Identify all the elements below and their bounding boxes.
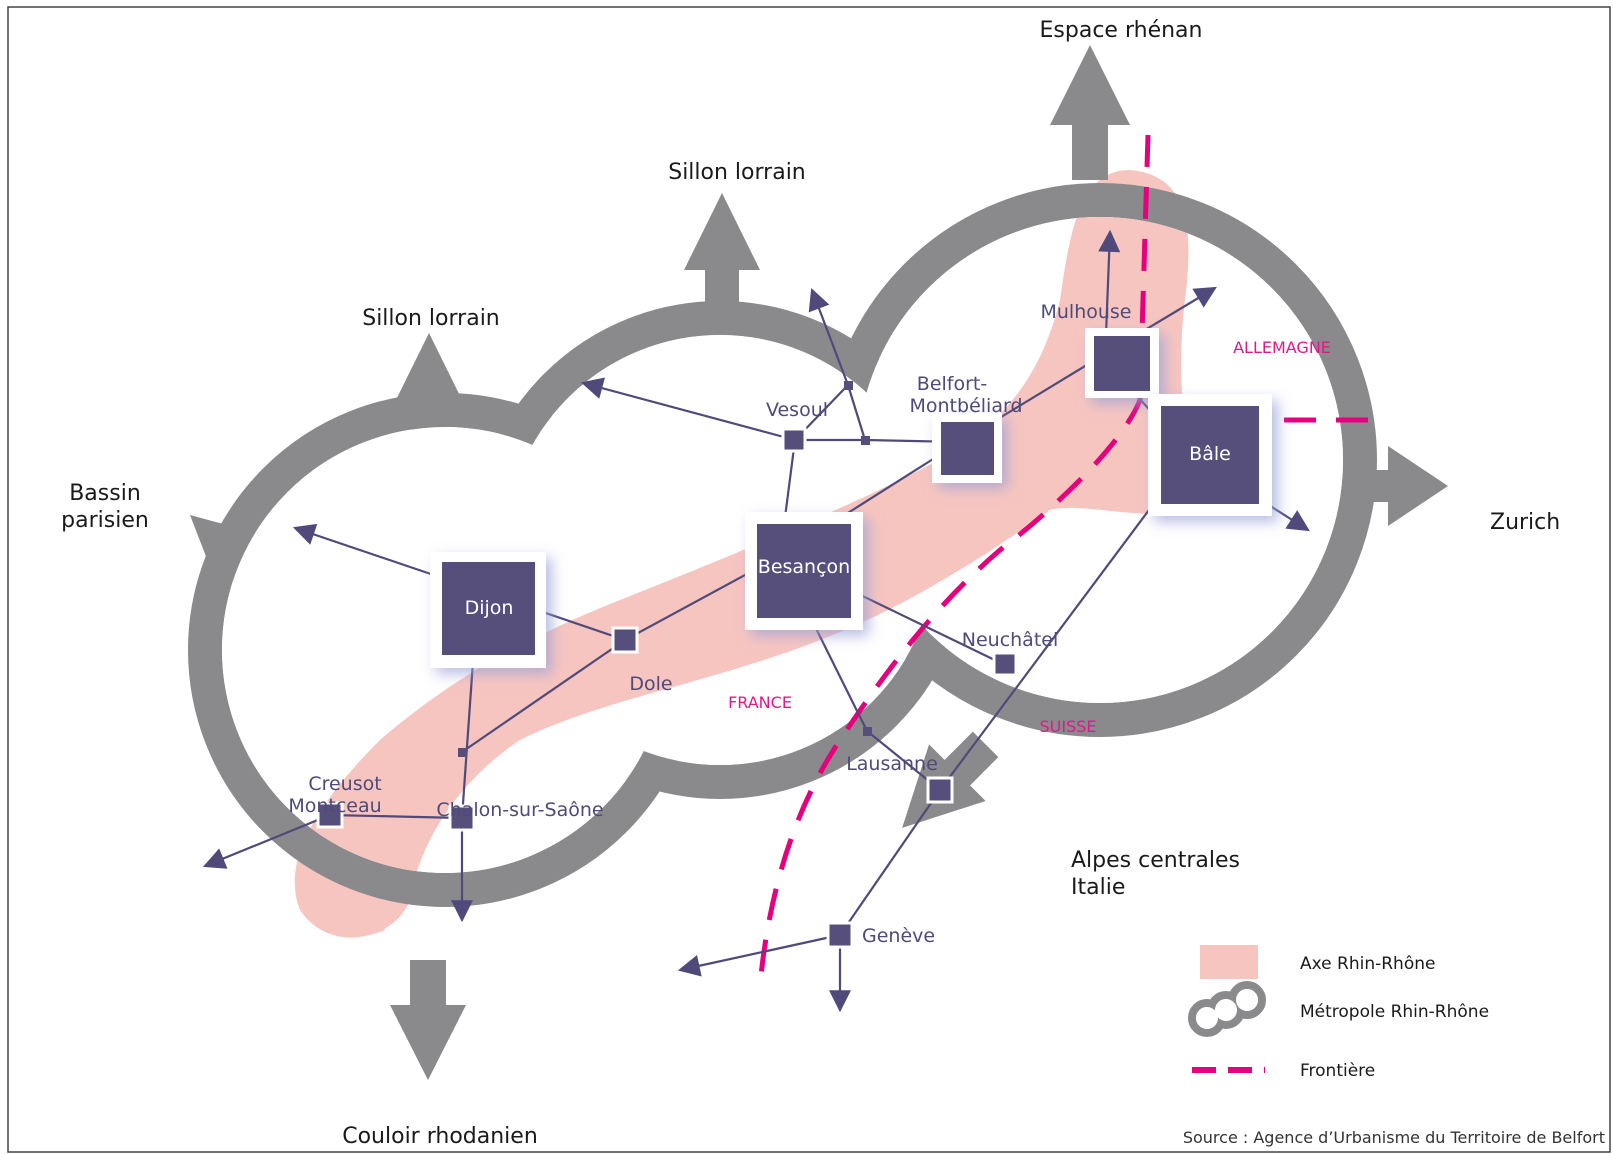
legend-metropole-swatch xyxy=(1188,981,1266,1037)
svg-text:Bâle: Bâle xyxy=(1189,443,1231,465)
lausanne-node xyxy=(926,776,954,804)
dole-node xyxy=(611,626,639,654)
vesoul-node xyxy=(781,427,807,453)
svg-text:Alpes centrales: Alpes centrales xyxy=(1071,848,1240,873)
legend: Axe Rhin-Rhône Métropole Rhin-Rhône Fron… xyxy=(1188,945,1489,1081)
geneve-node xyxy=(826,921,854,949)
city-besancon: Besançon xyxy=(745,512,863,630)
region-labels: Espace rhénan Sillon lorrain Sillon lorr… xyxy=(61,18,1560,1149)
arrow-sillon-lorrain-upper xyxy=(684,193,760,308)
svg-text:Sillon lorrain: Sillon lorrain xyxy=(668,160,806,185)
svg-text:Frontière: Frontière xyxy=(1300,1061,1375,1081)
legend-axe-swatch xyxy=(1200,945,1258,979)
svg-text:Mulhouse: Mulhouse xyxy=(1040,301,1131,323)
svg-text:Besançon: Besançon xyxy=(758,556,850,578)
country-labels: ALLEMAGNE FRANCE SUISSE xyxy=(728,338,1331,736)
svg-text:Creusot: Creusot xyxy=(308,773,381,795)
svg-text:Métropole Rhin-Rhône: Métropole Rhin-Rhône xyxy=(1300,1002,1489,1022)
creusot-node xyxy=(316,801,344,829)
svg-text:Belfort-: Belfort- xyxy=(917,373,987,395)
svg-text:Neuchâtel: Neuchâtel xyxy=(962,629,1059,651)
svg-text:SUISSE: SUISSE xyxy=(1039,717,1096,736)
band-tail xyxy=(296,890,385,936)
svg-text:Dijon: Dijon xyxy=(465,597,514,619)
map-frame xyxy=(7,6,1611,1153)
svg-text:Montceau: Montceau xyxy=(288,795,381,817)
svg-text:FRANCE: FRANCE xyxy=(728,693,792,712)
city-dijon: Dijon xyxy=(430,552,546,668)
svg-text:Genève: Genève xyxy=(862,925,935,947)
svg-text:Vesoul: Vesoul xyxy=(766,399,828,421)
svg-text:Espace rhénan: Espace rhénan xyxy=(1040,18,1203,43)
chalon-node xyxy=(448,804,476,832)
svg-text:Bassin: Bassin xyxy=(69,481,141,506)
svg-text:Chalon-sur-Saône: Chalon-sur-Saône xyxy=(436,799,603,821)
city-mulhouse xyxy=(1085,328,1159,398)
medium-nodes xyxy=(316,427,1018,949)
city-belfort xyxy=(932,413,1002,483)
svg-text:ALLEMAGNE: ALLEMAGNE xyxy=(1233,338,1331,357)
svg-text:Zurich: Zurich xyxy=(1490,510,1560,535)
city-labels: Mulhouse Belfort- Montbéliard Vesoul Dol… xyxy=(288,301,1131,947)
svg-text:Lausanne: Lausanne xyxy=(846,753,938,775)
neuchatel-node xyxy=(992,651,1018,677)
arrow-espace-rhenan xyxy=(1050,45,1130,180)
svg-text:parisien: parisien xyxy=(61,508,149,533)
source-credit: Source : Agence d’Urbanisme du Territoir… xyxy=(1183,1128,1605,1147)
svg-text:Italie: Italie xyxy=(1071,875,1125,900)
svg-text:Montbéliard: Montbéliard xyxy=(910,395,1023,417)
svg-text:Axe Rhin-Rhône: Axe Rhin-Rhône xyxy=(1300,954,1435,974)
svg-text:Couloir rhodanien: Couloir rhodanien xyxy=(342,1124,538,1149)
minor-nodes xyxy=(458,381,872,757)
svg-text:Dole: Dole xyxy=(629,673,672,695)
arrow-couloir-rhodanien xyxy=(390,960,466,1080)
city-bale: Bâle xyxy=(1148,394,1272,516)
svg-text:Sillon lorrain: Sillon lorrain xyxy=(362,306,500,331)
